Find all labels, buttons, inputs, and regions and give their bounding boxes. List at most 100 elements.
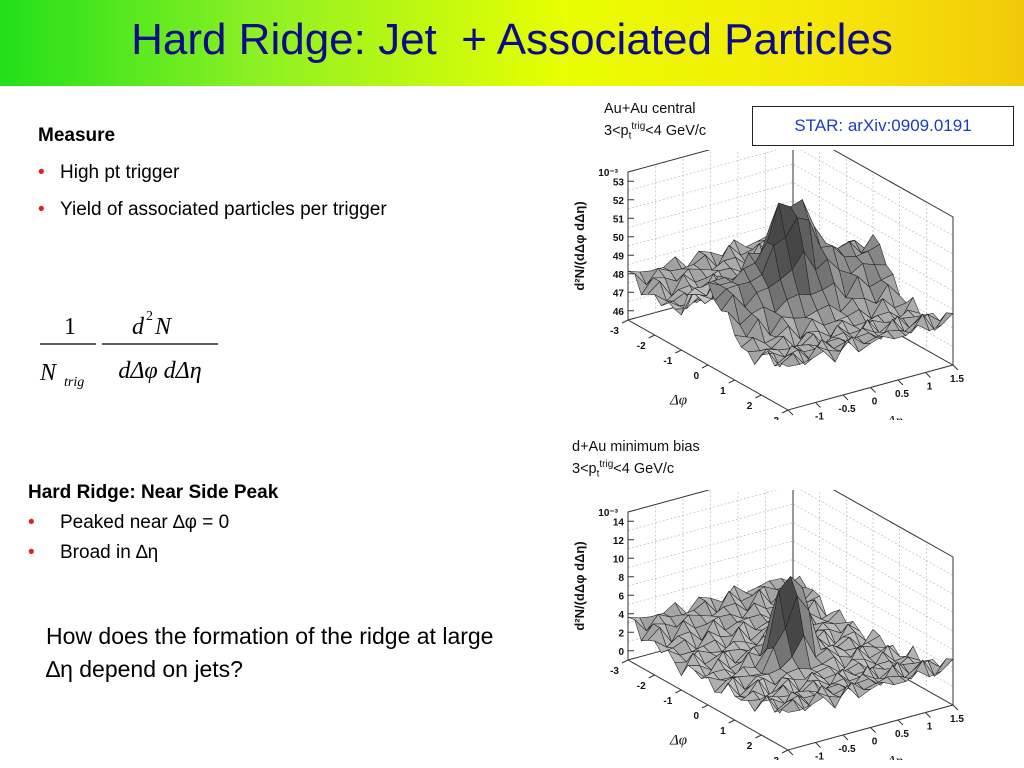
top-plot-system-label: Au+Au central [604,101,696,117]
star-reference: STAR: arXiv:0909.0191 [752,106,1014,146]
formula-denominator-left: N [39,360,58,386]
measure-bullet-2: • Yield of associated particles per trigg… [38,199,387,221]
hard-ridge-bullet-text: Peaked near ∆φ = 0 [60,512,230,533]
z-tick-label: 2 [618,628,624,639]
eta-tick-label: -0.5 [838,404,856,415]
eta-tick-label: 1 [927,382,933,393]
eta-tick-label: 1 [927,722,933,733]
z-tick-label: 10 [613,554,625,565]
z-tick-label: 0 [618,647,624,658]
eta-tick-mark [870,387,876,393]
z-scale-label: 10⁻³ [598,168,618,179]
eta-tick-mark [815,742,821,748]
measure-heading: Measure [38,125,116,146]
hard-ridge-bullet-text: Broad in ∆η [60,542,159,563]
z-tick-label: 8 [618,573,624,584]
surface-mesh [627,198,954,368]
phi-tick-label: 3 [773,416,779,420]
bullet-dot: • [28,542,35,563]
phi-tick-label: -3 [610,326,619,337]
eta-tick-mark [952,364,959,371]
eta-axis-title: Δη [886,413,903,420]
phi-tick-label: 0 [693,371,699,382]
z-tick-label: 52 [613,196,625,207]
z-tick-label: 6 [618,591,624,602]
eta-tick-label: 0.5 [895,389,909,400]
formula-numerator-sup: 2 [146,309,153,324]
phi-tick-mark [755,734,762,739]
z-tick-label: 48 [613,270,625,281]
bullet-dot: • [28,512,35,533]
phi-tick-mark [728,719,735,724]
eta-tick-mark [897,719,904,726]
z-tick-label: 4 [618,610,624,621]
eta-tick-label: -1 [815,752,824,761]
z-axis-title: d²N/(dΔφ dΔη) [572,541,587,630]
phi-tick-label: 0 [693,711,699,722]
question-text: How does the formation of the ridge at l… [46,623,494,682]
eta-tick-mark [787,409,794,416]
formula-numerator-right: d [132,314,145,340]
phi-tick-mark [701,704,709,709]
z-tick-label: 49 [613,251,625,262]
phi-tick-label: 1 [720,726,726,737]
z-tick-label: 46 [613,307,625,318]
eta-tick-label: 1.5 [950,714,964,725]
phi-tick-label: 1 [720,386,726,397]
eta-tick-mark [842,734,849,741]
measure-bullet-1: •High pt trigger [38,162,179,184]
yield-formula: 1 N trig d 2 N dΔφ dΔη [39,309,218,390]
bullet-dot: • [38,162,45,183]
eta-tick-mark [870,727,876,733]
phi-tick-mark [675,349,682,354]
phi-tick-label: 2 [747,741,753,752]
hard-ridge-bullet-2: • Broad in ∆η [28,542,158,564]
measure-bullet-text: Yield of associated particles per trigge… [60,199,387,220]
phi-tick-label: 3 [773,756,779,760]
hard-ridge-heading: Hard Ridge: Near Side Peak [28,482,279,503]
eta-tick-mark [787,749,794,756]
eta-axis-title: Δη [886,753,903,760]
phi-tick-mark [648,674,655,679]
phi-tick-label: 2 [747,401,753,412]
phi-tick-mark [675,689,682,694]
z-tick-label: 12 [613,536,625,547]
phi-axis-title: Δφ [669,393,687,409]
eta-tick-label: -1 [815,412,824,421]
phi-tick-mark [728,379,735,384]
phi-tick-mark [621,659,629,664]
eta-tick-mark [842,394,849,401]
phi-tick-mark [781,409,789,414]
eta-tick-mark [897,379,904,386]
eta-tick-label: 0 [872,737,878,748]
title-bar [0,0,1024,86]
phi-tick-mark [755,394,762,399]
bottom-plot-cut-label: 3<pttrig<4 GeV/c [572,459,675,480]
z-scale-label: 10⁻³ [598,508,618,519]
phi-tick-mark [648,334,655,339]
z-tick-label: 14 [613,517,625,528]
eta-tick-mark [925,372,931,378]
formula-numerator-left: 1 [64,314,76,340]
phi-tick-mark [701,364,709,369]
formula-numerator-tail: N [154,314,173,340]
phi-tick-label: -3 [610,666,619,677]
z-tick-label: 53 [613,177,625,188]
phi-tick-label: -1 [663,696,672,707]
z-tick-label: 47 [613,288,625,299]
z-tick-label: 51 [613,214,625,225]
formula-denominator-right: dΔφ dΔη [118,358,201,384]
phi-tick-label: -1 [663,356,672,367]
bullet-dot: • [38,199,45,220]
eta-tick-label: -1.5 [783,419,801,420]
eta-tick-mark [952,704,959,711]
formula-denominator-sub: trig [64,375,84,390]
eta-tick-label: 0 [872,397,878,408]
phi-tick-mark [621,319,629,324]
bottom-plot-system-label: d+Au minimum bias [572,439,700,455]
eta-tick-mark [815,402,821,408]
z-axis-title: d²N/(dΔφ dΔη) [572,201,587,290]
phi-tick-label: -2 [637,681,646,692]
